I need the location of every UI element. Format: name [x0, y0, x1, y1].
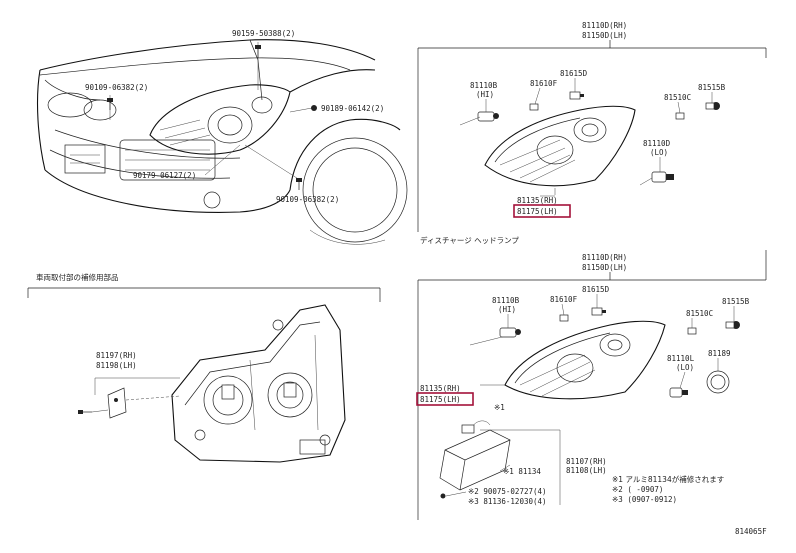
bolt-icon: [255, 45, 261, 58]
label-tr-81135: 81135(RH): [517, 196, 558, 205]
label-br-lo: (LO): [676, 363, 694, 372]
label-br-81135: 81135(RH): [420, 384, 461, 393]
label-br-81515b: 81515B: [722, 297, 750, 306]
label-tr-hi: (HI): [476, 90, 494, 99]
bulb-small-icon: [687, 327, 697, 335]
label-tr-81615d: 81615D: [560, 69, 588, 78]
label-br-81510c: 81510C: [686, 309, 713, 318]
label-br-assy-rh: 81110D(RH): [582, 253, 627, 262]
highlight-box-bottom: [416, 392, 474, 406]
label-left-81198: 81198(LH): [96, 361, 137, 370]
bulb-small-icon: [675, 112, 685, 120]
bolt-icon: [296, 178, 302, 190]
label-br-81134: ※1 81134: [503, 467, 541, 476]
bulb-small-icon: [529, 103, 539, 111]
label-br-81610f: 81610F: [550, 295, 578, 304]
label-tr-81175: 81175(LH): [517, 207, 558, 216]
cap-ring-icon: [706, 370, 730, 394]
note-2: ※2 ( -0907): [612, 485, 663, 494]
label-br-81615d: 81615D: [582, 285, 610, 294]
diagram-code: 814065F: [735, 527, 767, 536]
headlamp-assembly-frame-top: [417, 40, 767, 232]
label-tr-81510c: 81510C: [664, 93, 691, 102]
screw-icon: [78, 410, 92, 414]
label-br-mark1: ※1: [494, 403, 505, 412]
label-br-81189: 81189: [708, 349, 731, 358]
clip-icon: [311, 105, 317, 111]
bulb-low-icon: [669, 387, 688, 398]
label-tr-81515b: 81515B: [698, 83, 726, 92]
label-tr-81110d: 81110D: [643, 139, 671, 148]
label-tr-81610f: 81610F: [530, 79, 558, 88]
label-br-81108: 81108(LH): [566, 466, 607, 475]
label-br-hi: (HI): [498, 305, 516, 314]
label-br-assy-lh: 81150D(LH): [582, 263, 627, 272]
highlight-box-top: [513, 204, 571, 218]
headlamp-drawing-top: [484, 105, 636, 195]
headlamp-drawing-bottom: [469, 320, 666, 400]
note-1: ※1 アルミ81134が補修されます: [612, 474, 724, 484]
section-title-repair-parts: 車両取付部の補修用部品: [36, 272, 119, 282]
label-tr-assy-lh: 81150D(LH): [582, 31, 627, 40]
socket-icon: [591, 307, 606, 316]
label-tr-lo: (LO): [650, 148, 668, 157]
label-car-bolt-left: 90109-06382(2): [85, 83, 148, 92]
section-title-discharge: ディスチャージ ヘッドランプ: [420, 235, 519, 245]
label-br-81175: 81175(LH): [420, 395, 461, 404]
socket-icon: [705, 102, 720, 110]
headlamp-assembly-frame-bottom: [417, 250, 767, 520]
bulb-low-icon: [639, 171, 674, 186]
socket-icon: [569, 91, 584, 100]
bulb-icon: [459, 111, 499, 126]
label-car-bolt-bottom: 90179-06127(2): [133, 171, 196, 180]
label-br-81110l: 81110L: [667, 354, 695, 363]
repair-parts-frame: [27, 287, 381, 302]
label-br-90075: ※2 90075-02727(4): [468, 487, 547, 496]
label-tr-assy-rh: 81110D(RH): [582, 21, 627, 30]
car-front-illustration: [36, 39, 408, 245]
label-car-bolt-top: 90159-50388(2): [232, 29, 295, 38]
bulb-small-icon: [559, 314, 569, 322]
socket-icon: [725, 321, 740, 329]
label-br-81136: ※3 81136-12030(4): [468, 497, 547, 506]
bolt-icon: [107, 98, 113, 110]
label-car-bolt-right: 90109-06382(2): [276, 195, 339, 204]
headlamp-rear-drawing: [171, 304, 346, 463]
label-br-81110b: 81110B: [492, 296, 520, 305]
bracket-icon: [107, 387, 127, 419]
bulb-icon: [499, 327, 521, 338]
label-br-81107: 81107(RH): [566, 457, 607, 466]
label-tr-81110b: 81110B: [470, 81, 498, 90]
label-car-clip-mid: 90189-06142(2): [321, 104, 384, 113]
note-3: ※3 (0907-0912): [612, 495, 677, 504]
label-left-81197: 81197(RH): [96, 351, 137, 360]
